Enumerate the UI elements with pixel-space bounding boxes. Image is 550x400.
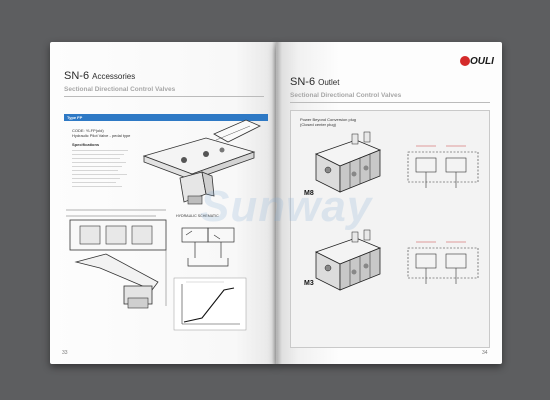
right-page-number: 34: [482, 350, 488, 356]
left-title-word: Accessories: [92, 72, 136, 81]
left-page-number: 33: [62, 350, 68, 356]
right-title-word: Outlet: [318, 78, 340, 87]
right-page-subtitle: Sectional Directional Control Valves: [290, 92, 402, 99]
spec-line: [72, 170, 118, 171]
right-page-title: SN-6 Outlet: [290, 76, 339, 88]
type-tag: Type FP: [64, 114, 268, 121]
brand-logo-icon: [460, 56, 470, 66]
book-spine: [272, 42, 282, 364]
schematic-label: HYDRAULIC SCHEMATIC: [176, 214, 219, 218]
pressure-graph: [173, 277, 247, 331]
outlet-figure-panel: [290, 110, 490, 348]
spec-line: [72, 182, 116, 183]
dimension-drawing: [66, 209, 167, 309]
conversion-note-line2: (Closed center plug): [300, 122, 337, 127]
left-title-model: SN-6: [64, 70, 90, 82]
right-title-model: SN-6: [290, 76, 316, 88]
pedal-valve-drawing: [142, 119, 261, 205]
left-page: SN-6 Accessories Sectional Directional C…: [50, 42, 276, 364]
spec-line: [72, 166, 122, 167]
code-line: CODE: YLFP(old): [72, 128, 104, 133]
spec-heading: Specifications: [72, 142, 100, 147]
spec-line: [72, 162, 126, 163]
spec-line: [72, 174, 127, 175]
hydraulic-schematic: [181, 227, 235, 267]
right-page: OULI SN-6 Outlet Sectional Directional C…: [276, 42, 502, 364]
valve-m8-drawing: [314, 131, 382, 193]
spec-line: [72, 186, 122, 187]
left-title-rule: [64, 96, 264, 97]
watermark: Sunway: [200, 182, 373, 231]
left-page-title: SN-6 Accessories: [64, 70, 135, 82]
conversion-note-line1: Power Beyond Conversion plug: [300, 117, 357, 122]
spec-line: [72, 178, 120, 179]
valve-m3-drawing: [314, 229, 382, 291]
schematic-m8: [407, 145, 479, 188]
left-page-subtitle: Sectional Directional Control Valves: [64, 86, 176, 93]
spec-line: [72, 158, 120, 159]
right-title-rule: [290, 102, 490, 103]
spec-line: [72, 150, 128, 151]
brand-logo: OULI: [470, 56, 494, 67]
schematic-m3: [407, 241, 479, 284]
label-m8: M8: [304, 190, 314, 197]
label-m3: M3: [304, 280, 314, 287]
spec-line: [72, 154, 124, 155]
code-description: Hydraulic Pilot Valve - pedal type: [72, 133, 131, 138]
